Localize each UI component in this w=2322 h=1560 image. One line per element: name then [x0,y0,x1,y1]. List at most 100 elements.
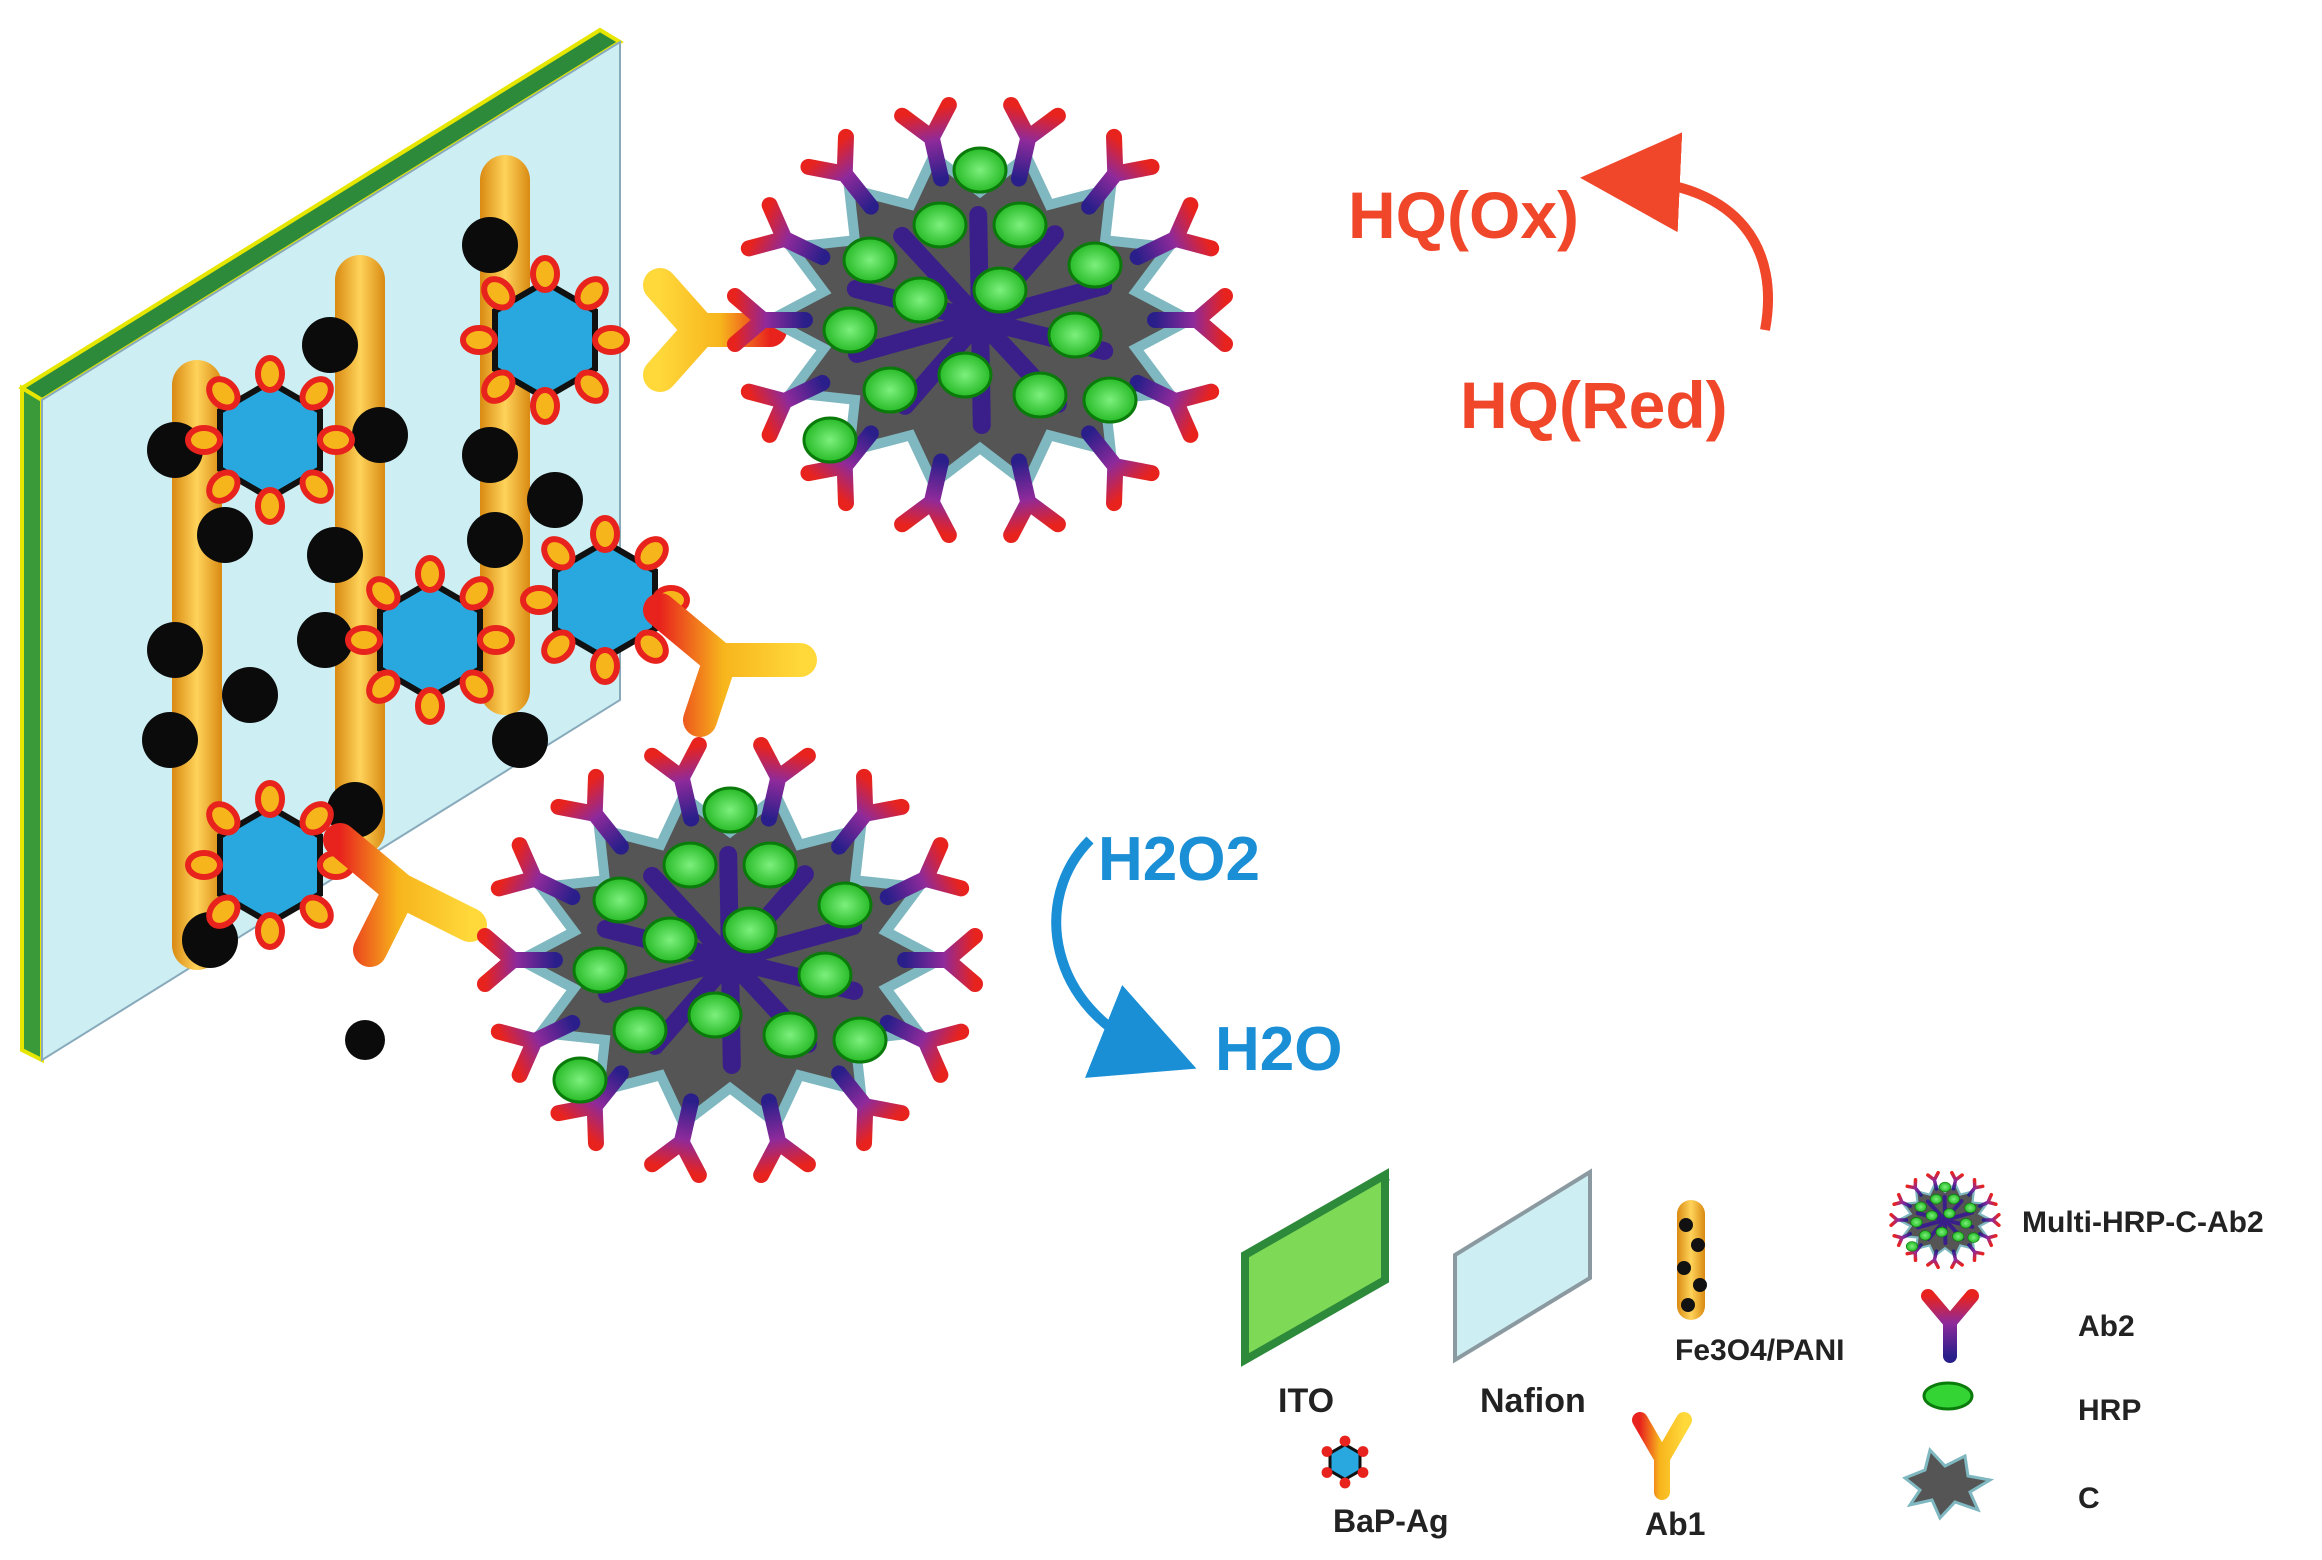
legend-ito-label: ITO [1278,1382,1334,1420]
ag-nanoparticle [206,469,241,504]
ag-nanoparticle [541,629,576,664]
hrp-enzyme [742,841,798,889]
ab2-linker [1915,1218,1947,1230]
legend-ab1-label: Ab1 [1645,1506,1705,1542]
ag-nanoparticle [634,629,669,664]
legend-multi-hrp-c-ab2-symbol [1889,1170,2001,1270]
ab2-linker [971,277,1113,329]
hrp-enzyme [1919,1230,1932,1241]
legend-ab2-symbol [1921,1289,1979,1363]
hrp-enzyme [702,786,758,834]
ag-nanoparticle [481,369,516,404]
ag-nanoparticle [366,669,401,704]
hrp-enzyme [862,366,918,414]
legend-fe3o4-pani-symbol [1677,1200,1707,1320]
ag-nanoparticle [574,369,609,404]
hrp-enzyme [1959,1218,1972,1229]
ab2-linker [847,311,989,363]
legend-multi-hrp-c-ab2-label: Multi-HRP-C-Ab2 [2022,1206,2264,1239]
hq-reaction: HQ(Ox) HQ(Red) [1348,132,1773,442]
legend-ito-symbol [1241,1168,1390,1367]
multi-hrp-c-ab2-cluster [735,105,1225,535]
hrp-enzyme [992,201,1048,249]
ag-nanoparticle [481,276,516,311]
ab1-antibodies [323,285,817,967]
ag-nanoparticle [206,376,241,411]
hrp-enzyme [592,876,648,924]
hrp-enzyme [952,146,1008,194]
ag-nanoparticle [299,376,334,411]
ag-nanoparticle [299,469,334,504]
ag-nanoparticle [255,912,285,950]
ag-nanoparticle [206,801,241,836]
ag-nanoparticles [185,255,690,950]
hrp-enzyme [1964,1202,1977,1214]
hrp-enzyme [1047,311,1103,359]
hrp-enzyme [797,951,853,999]
hrp-enzyme [762,1011,818,1059]
ag-nanoparticle [477,625,515,655]
legend: ITO Nafion Fe3O4/PANI BaP-Ag Ab1 Multi-H… [1241,1168,2264,1542]
hrp-enzyme [802,416,858,464]
hrp-enzyme [1914,1201,1927,1212]
hrp-enzyme [1947,1193,1960,1205]
ab2-linker [721,917,863,969]
hrp-enzyme [892,276,948,324]
legend-bap-ag-label: BaP-Ag [1333,1503,1449,1539]
hq-red-label: HQ(Red) [1460,368,1728,442]
ag-nanoparticle [317,425,355,455]
ag-nanoparticle [185,850,223,880]
hrp-enzyme [832,1016,888,1064]
ag-nanoparticle [460,325,498,355]
hrp-enzyme [1067,241,1123,289]
hrp-enzyme [1967,1232,1980,1243]
ag-nanoparticle [520,585,558,615]
ag-nanoparticle [530,387,560,425]
ag-nanoparticle [255,780,285,818]
ag-nanoparticle [255,355,285,393]
ab2-linker [1943,1210,1975,1222]
h2o2-reaction: H2O2 H2O [1051,825,1342,1084]
legend-bap-ag-symbol [1321,1435,1369,1489]
ag-nanoparticle [299,894,334,929]
hrp-enzyme [1943,1208,1956,1219]
ag-nanoparticle [415,555,445,593]
legend-ab2-label: Ab2 [2078,1310,2135,1343]
ag-nanoparticle [299,801,334,836]
legend-c-label: C [2078,1482,2100,1515]
h2o2-arrow [1051,836,1197,1078]
ag-nanoparticle [590,515,620,553]
ag-nanoparticle [415,687,445,725]
hrp-enzyme [1082,376,1138,424]
legend-fe3o4-pani-label: Fe3O4/PANI [1675,1334,1845,1367]
hrp-enzyme [552,1056,608,1104]
ag-nanoparticle [634,536,669,571]
ag-nanoparticle [541,536,576,571]
ab2-linker [597,951,739,1003]
ag-nanoparticle [592,325,630,355]
hq-arrow [1580,132,1773,331]
hrp-enzyme [1938,1181,1952,1193]
ag-nanoparticle [590,647,620,685]
ag-nanoparticle [255,487,285,525]
multi-hrp-c-ab2-cluster [485,745,975,1175]
h2o2-label: H2O2 [1098,825,1260,894]
h2o-label: H2O [1215,1015,1342,1084]
hq-ox-label: HQ(Ox) [1348,178,1579,252]
hrp-enzyme [1935,1226,1948,1238]
legend-nafion-symbol [1453,1168,1592,1364]
hrp-enzyme [912,201,968,249]
ag-nanoparticle [206,894,241,929]
hrp-enzyme [642,916,698,964]
hrp-enzyme [822,306,878,354]
hrp-enzyme [572,946,628,994]
hrp-enzyme [662,841,718,889]
ag-nanoparticle [530,255,560,293]
hrp-enzyme [817,881,873,929]
hrp-enzyme [1910,1217,1923,1228]
hrp-enzyme [1925,1210,1938,1221]
ab2-linker [1925,1199,1947,1222]
hrp-enzyme [722,906,778,954]
ag-nanoparticle [459,669,494,704]
